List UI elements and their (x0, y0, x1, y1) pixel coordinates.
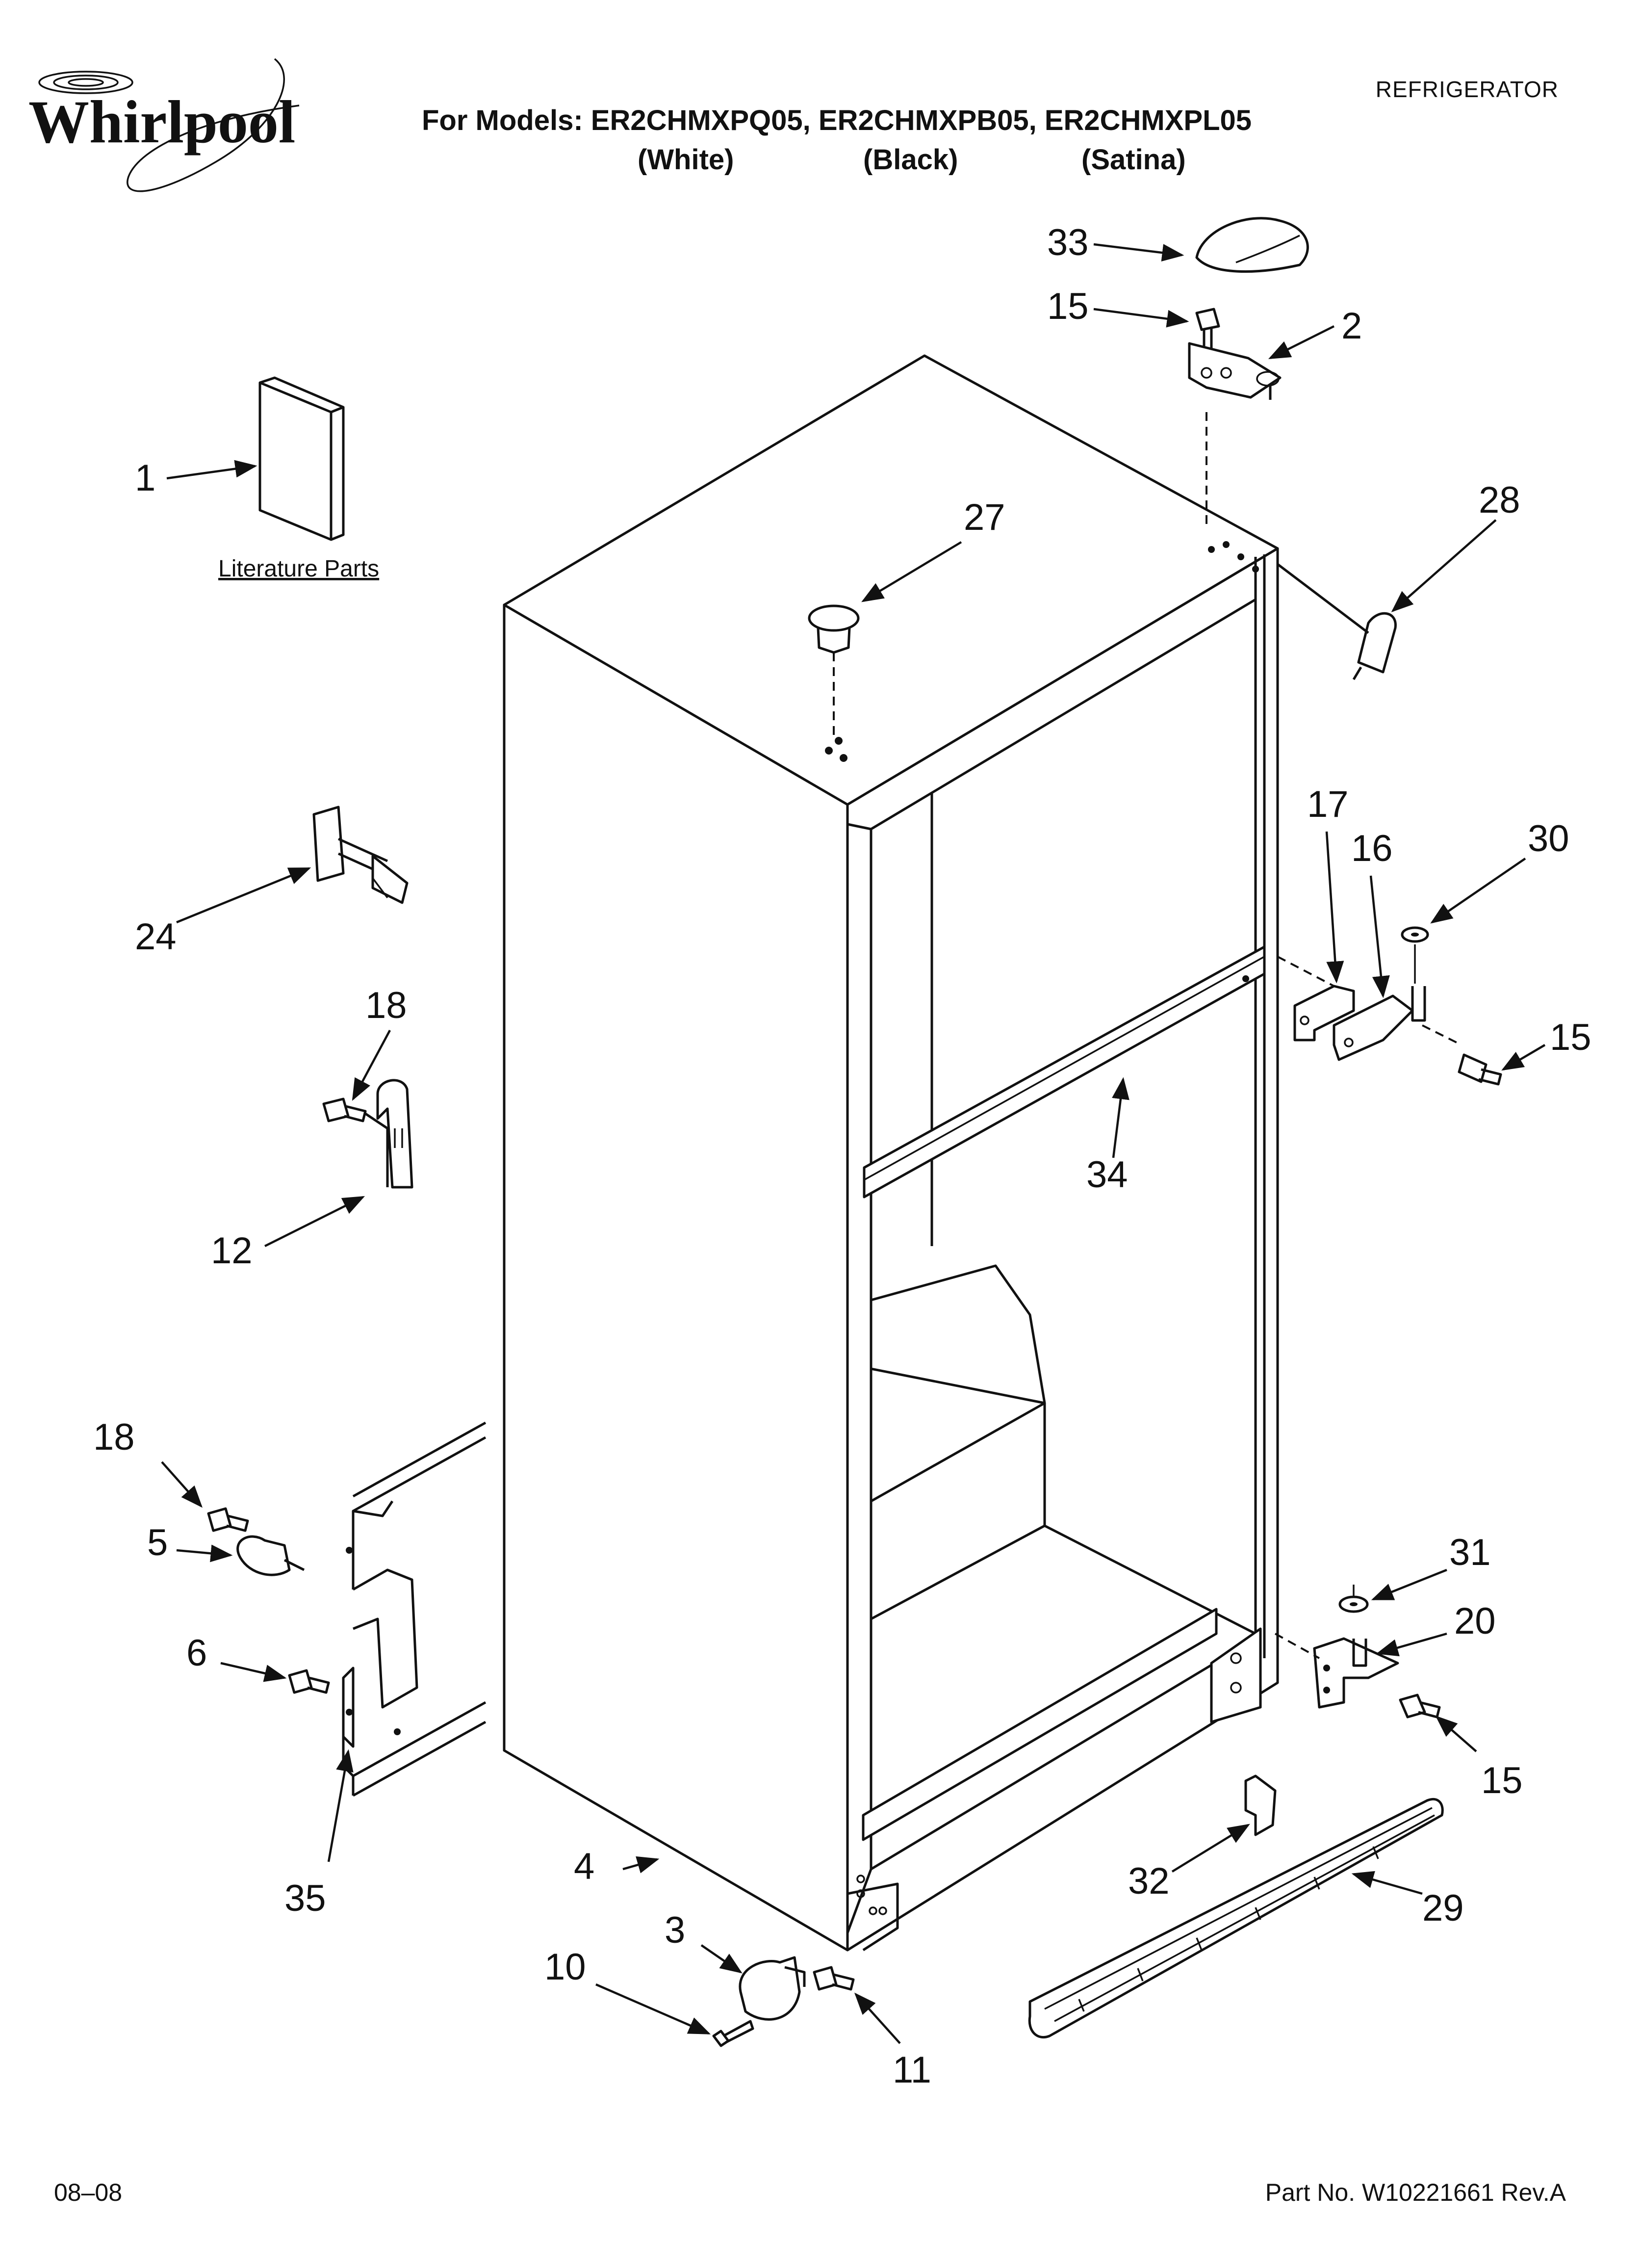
footer-date: 08–08 (54, 2179, 123, 2206)
callout-3: 3 (665, 1909, 685, 1951)
callout-28: 28 (1479, 479, 1520, 521)
callout-18-lower: 18 (93, 1416, 135, 1458)
callout-27: 27 (964, 496, 1005, 538)
callout-11: 11 (893, 2049, 931, 2091)
part-30-washer-center (1401, 926, 1429, 984)
footer-part-number: Part No. W10221661 Rev.A (1265, 2179, 1566, 2206)
callout-17: 17 (1307, 783, 1349, 825)
part-31-washer-lower (1338, 1585, 1369, 1613)
part-2-top-hinge (1188, 342, 1282, 530)
callout-29: 29 (1422, 1887, 1464, 1929)
callout-5: 5 (147, 1522, 168, 1564)
category-label: REFRIGERATOR (1375, 77, 1559, 102)
callout-10: 10 (544, 1946, 586, 1988)
part-32-grille-clip (1244, 1774, 1277, 1836)
part-15-screw-top (1195, 308, 1220, 352)
part-35-mounting-bracket (342, 1421, 487, 1797)
callout-20: 20 (1454, 1600, 1496, 1642)
part-18-screw-lower (207, 1507, 249, 1532)
callout-4: 4 (574, 1846, 594, 1887)
part-24-leveling-leg (312, 806, 409, 904)
models-line: For Models: ER2CHMXPQ05, ER2CHMXPB05, ER… (422, 104, 1252, 136)
refrigerator-cabinet (503, 354, 1279, 1952)
variant-black: (Black) (863, 144, 958, 176)
part-28-hinge-cap (1277, 563, 1397, 680)
callout-32: 32 (1128, 1860, 1170, 1902)
callout-31: 31 (1449, 1532, 1491, 1573)
part-10-pin (712, 2020, 754, 2047)
variant-satina: (Satina) (1081, 144, 1186, 176)
part-34-center-rail (863, 945, 1266, 1199)
callout-18-upper: 18 (365, 985, 407, 1026)
callout-2: 2 (1341, 305, 1362, 347)
callout-leaders (161, 243, 1546, 2044)
variant-white: (White) (638, 144, 734, 176)
part-5-cable-clamp (236, 1535, 305, 1576)
callout-1: 1 (135, 457, 155, 499)
callout-15-center: 15 (1550, 1017, 1591, 1058)
part-17-center-hinge-bracket (1277, 956, 1355, 1042)
part-11-screw (813, 1966, 855, 1991)
part-18-screw-upper (322, 1097, 367, 1122)
part-20-lower-hinge (1275, 1633, 1399, 1709)
callout-15-top: 15 (1047, 286, 1089, 327)
callout-24: 24 (135, 916, 177, 958)
part-16-center-hinge (1333, 986, 1426, 1061)
callout-34: 34 (1086, 1154, 1128, 1196)
part-15-screw-lower (1399, 1694, 1441, 1719)
callout-6: 6 (186, 1632, 207, 1674)
part-33-hinge-cover (1195, 217, 1309, 273)
part-1-literature-booklet: Literature Parts (218, 376, 379, 582)
callout-33: 33 (1047, 222, 1089, 263)
literature-parts-label: Literature Parts (218, 556, 379, 582)
whirlpool-logo: Whirlpool (28, 58, 300, 192)
callout-16: 16 (1351, 828, 1393, 869)
callout-12: 12 (211, 1230, 253, 1272)
callout-numbers: 33 15 2 1 27 28 17 16 30 24 15 18 34 12 … (93, 222, 1591, 2091)
callout-35: 35 (284, 1877, 326, 1919)
callout-30: 30 (1528, 818, 1569, 860)
part-12-clip (364, 1079, 413, 1189)
callout-15-lower: 15 (1481, 1760, 1523, 1801)
part-15-screw-center (1422, 1024, 1502, 1086)
part-6-screw (288, 1669, 330, 1694)
part-27-plug-button (808, 604, 860, 736)
part-3-leg-bracket (739, 1956, 806, 2021)
part-29-toe-grille (1028, 1798, 1444, 2039)
